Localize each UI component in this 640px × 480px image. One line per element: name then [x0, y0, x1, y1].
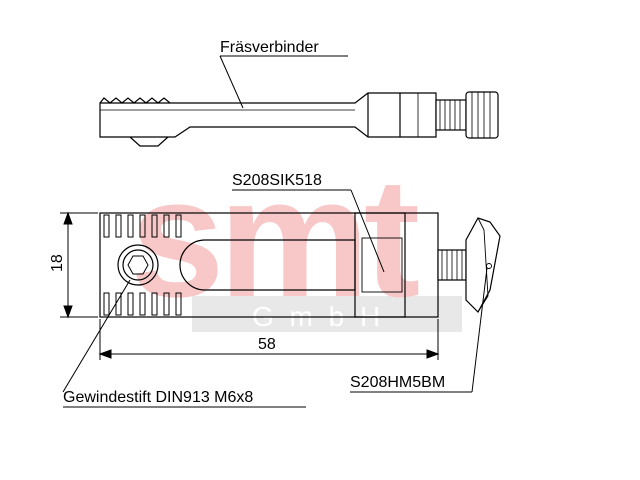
label-fraesverbinder: Fräsverbinder: [220, 39, 319, 56]
dimension-length: [98, 319, 440, 360]
front-view: [99, 212, 501, 318]
front-view-slot: [179, 239, 356, 291]
front-view-hammer-nut: [465, 217, 501, 313]
front-view-block: [354, 212, 406, 318]
side-view-teeth: [99, 97, 171, 104]
label-gewindestift: Gewindestift DIN913 M6x8: [63, 389, 253, 406]
label-hm: S208HM5BM: [350, 374, 445, 391]
label-sik: S208SIK518: [232, 172, 322, 189]
label-fraesverbinder-group: Fräsverbinder: [219, 39, 348, 109]
label-hm-group: S208HM5BM: [350, 267, 488, 393]
label-gewindestift-group: Gewindestift DIN913 M6x8: [62, 279, 306, 408]
label-sik-group: S208SIK518: [232, 172, 385, 273]
set-screw: [117, 244, 159, 286]
front-view-grooves-top: [103, 214, 182, 238]
watermark-gmbh-band: [192, 296, 462, 332]
side-view: [99, 91, 499, 147]
dimension-height: [60, 211, 98, 319]
side-view-nut: [465, 91, 499, 139]
side-view-foot: [129, 136, 169, 147]
dimension-length-value: 58: [258, 336, 276, 353]
side-view-thread: [435, 99, 467, 131]
dimension-height-value: 18: [49, 254, 66, 272]
hex-socket-icon: [127, 255, 149, 275]
